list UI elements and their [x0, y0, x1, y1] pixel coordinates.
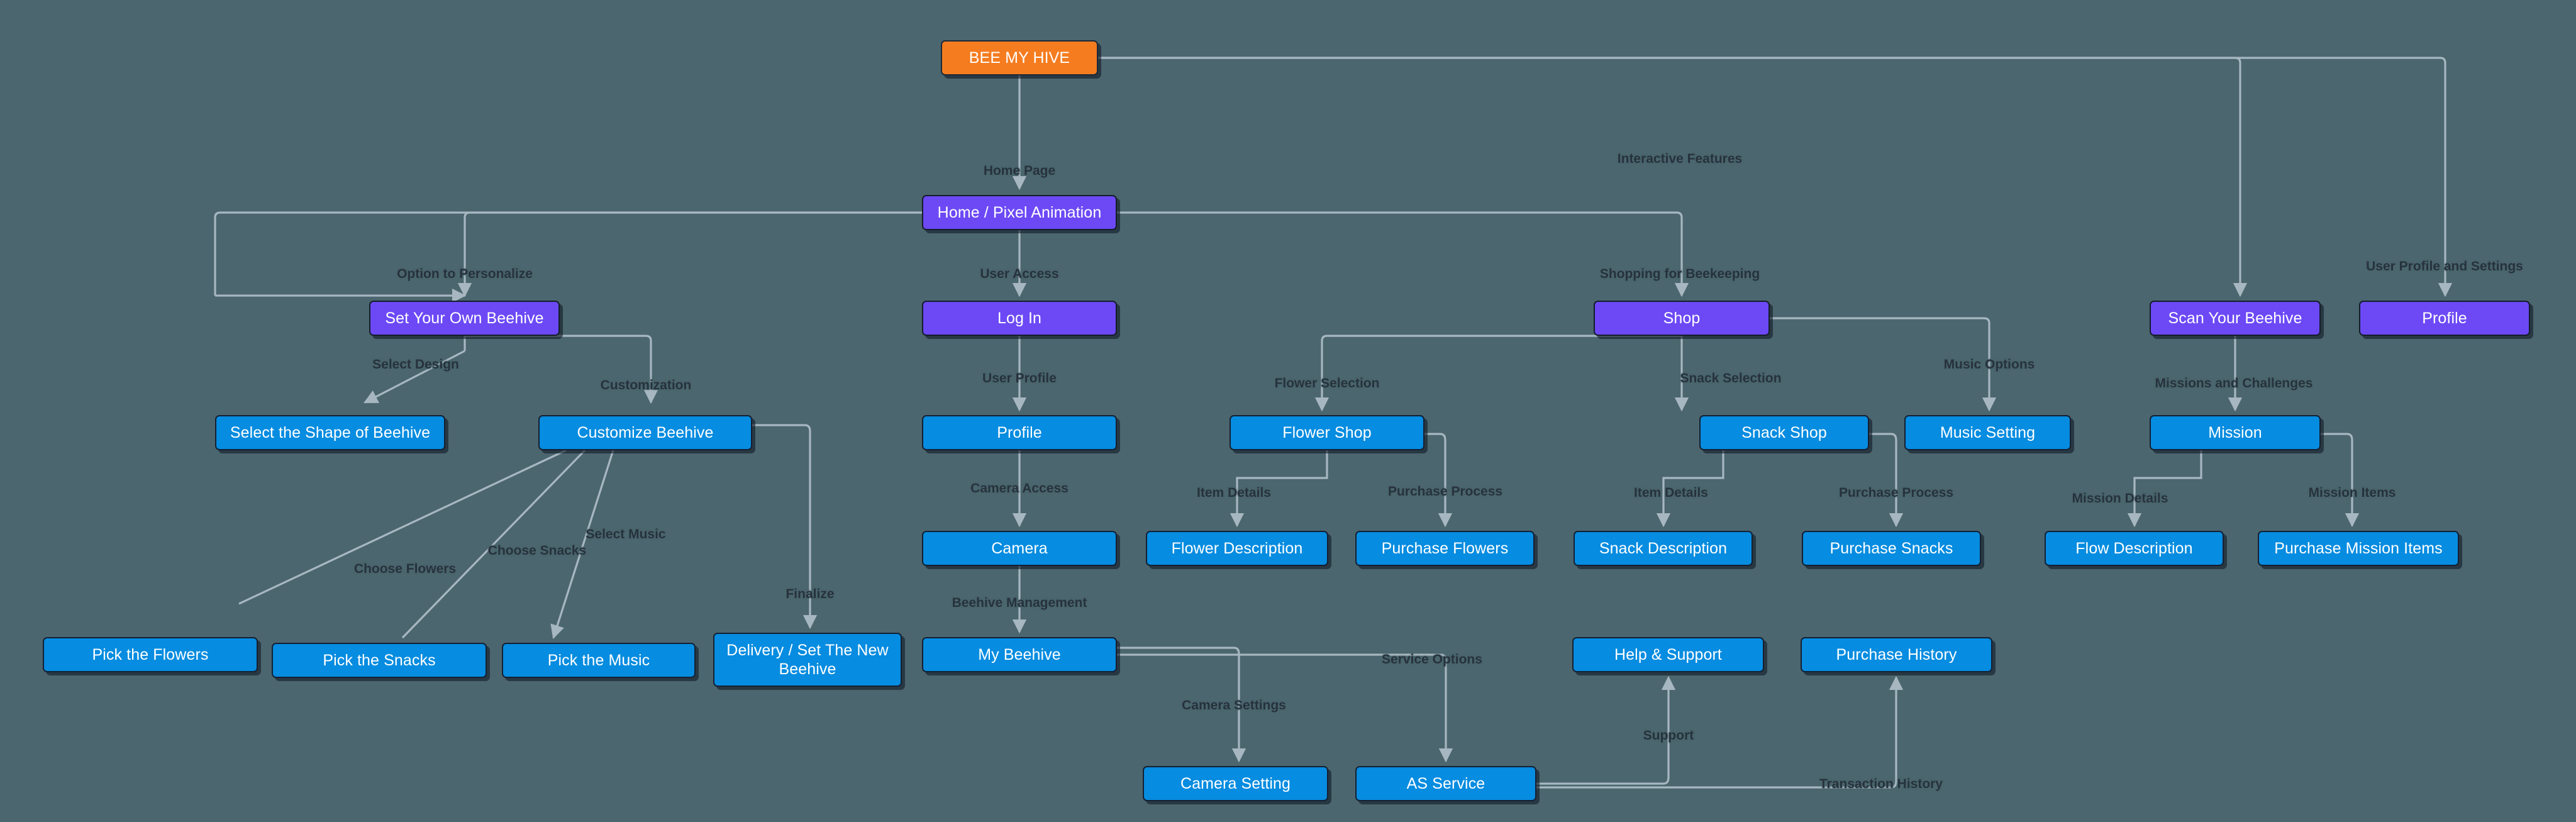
- node-profile[interactable]: Profile: [922, 415, 1117, 450]
- edge-path: [238, 449, 614, 638]
- edge-label: Purchase Process: [1387, 484, 1503, 499]
- edge-label: Beehive Management: [952, 596, 1087, 610]
- edge-label: Flower Selection: [1274, 376, 1380, 391]
- edge-path: [1869, 433, 1904, 528]
- edge-path: [1656, 450, 1724, 528]
- node-home[interactable]: Home / Pixel Animation: [922, 195, 1117, 230]
- edge-path: [1536, 675, 1676, 785]
- node-custom[interactable]: Customize Beehive: [538, 415, 752, 450]
- edge-label: Purchase Process: [1838, 486, 1954, 500]
- edge-path: [1117, 211, 1689, 297]
- edge-label: Choose Flowers: [353, 562, 457, 576]
- edge-label: Finalize: [786, 587, 835, 601]
- edge-label: Customization: [600, 378, 692, 392]
- node-root[interactable]: BEE MY HIVE: [941, 40, 1098, 75]
- edge-path: [214, 211, 922, 296]
- edge-label: Choose Snacks: [487, 543, 587, 558]
- node-setown[interactable]: Set Your Own Beehive: [369, 301, 560, 336]
- edge-label: Mission Details: [2072, 491, 2168, 506]
- node-login[interactable]: Log In: [922, 301, 1117, 336]
- node-mission[interactable]: Mission: [2150, 415, 2321, 450]
- node-pursnacks[interactable]: Purchase Snacks: [1802, 531, 1981, 566]
- edge-label: Select Design: [372, 357, 459, 372]
- edge-label: Interactive Features: [1617, 152, 1743, 166]
- node-purflowers[interactable]: Purchase Flowers: [1355, 531, 1535, 566]
- edge-label: User Profile: [982, 371, 1057, 386]
- node-purmission[interactable]: Purchase Mission Items: [2258, 531, 2459, 566]
- node-flowershop[interactable]: Flower Shop: [1230, 415, 1424, 450]
- edge-label: Snack Selection: [1680, 371, 1782, 386]
- node-snackdesc[interactable]: Snack Description: [1574, 531, 1753, 566]
- edge-path: [1098, 57, 2248, 297]
- edge-label: Camera Settings: [1182, 698, 1286, 713]
- edge-label: Transaction History: [1819, 777, 1943, 791]
- node-asservice[interactable]: AS Service: [1355, 766, 1536, 801]
- edge-label: Option to Personalize: [397, 267, 533, 281]
- node-help[interactable]: Help & Support: [1572, 637, 1764, 672]
- edge-label: Home Page: [983, 164, 1056, 178]
- node-profiletop[interactable]: Profile: [2359, 301, 2530, 336]
- edge-label: Item Details: [1197, 486, 1271, 500]
- edge-path: [1117, 653, 1453, 763]
- edge-label: Camera Access: [970, 481, 1069, 496]
- edge-label: Service Options: [1382, 652, 1482, 667]
- node-mybeehive[interactable]: My Beehive: [922, 637, 1117, 672]
- edge-path: [1230, 450, 1328, 528]
- edge-label: Item Details: [1634, 486, 1708, 500]
- edge-path: [1770, 317, 1997, 412]
- edge-label: User Profile and Settings: [2366, 259, 2523, 274]
- edge-label: Music Options: [1943, 357, 2035, 372]
- node-purhistory[interactable]: Purchase History: [1801, 637, 1992, 672]
- edge-path: [465, 335, 658, 404]
- node-delivery[interactable]: Delivery / Set The New Beehive: [713, 633, 902, 687]
- edge-label: Mission Items: [2308, 486, 2396, 500]
- node-pickmusic[interactable]: Pick the Music: [502, 643, 696, 678]
- edge-path: [1424, 433, 1453, 528]
- edge-label: Missions and Challenges: [2155, 376, 2313, 391]
- node-pickflow[interactable]: Pick the Flowers: [43, 637, 258, 672]
- node-flowdesc[interactable]: Flow Description: [2045, 531, 2224, 566]
- edge-label: Support: [1643, 728, 1694, 743]
- edge-paths: [214, 57, 2453, 789]
- edge-path: [457, 211, 922, 297]
- edge-path: [1536, 675, 1904, 789]
- node-camerasetting[interactable]: Camera Setting: [1143, 766, 1328, 801]
- node-scan[interactable]: Scan Your Beehive: [2150, 301, 2321, 336]
- edge-label: User Access: [980, 267, 1059, 281]
- node-musicset[interactable]: Music Setting: [1904, 415, 2071, 450]
- edge-path: [2321, 433, 2360, 528]
- edge-path: [2127, 450, 2202, 528]
- edge-label: Select Music: [586, 527, 666, 542]
- node-flowerdesc[interactable]: Flower Description: [1146, 531, 1328, 566]
- edge-path: [1098, 57, 2453, 297]
- node-shape[interactable]: Select the Shape of Beehive: [215, 415, 445, 450]
- node-camera[interactable]: Camera: [922, 531, 1117, 566]
- edge-label: Shopping for Beekeeping: [1599, 267, 1760, 281]
- edge-path: [752, 424, 818, 630]
- edge-path: [365, 336, 466, 403]
- node-snackshop[interactable]: Snack Shop: [1699, 415, 1869, 450]
- node-picksnack[interactable]: Pick the Snacks: [272, 643, 487, 678]
- node-shop[interactable]: Shop: [1594, 301, 1770, 336]
- edge-path: [1314, 335, 1682, 412]
